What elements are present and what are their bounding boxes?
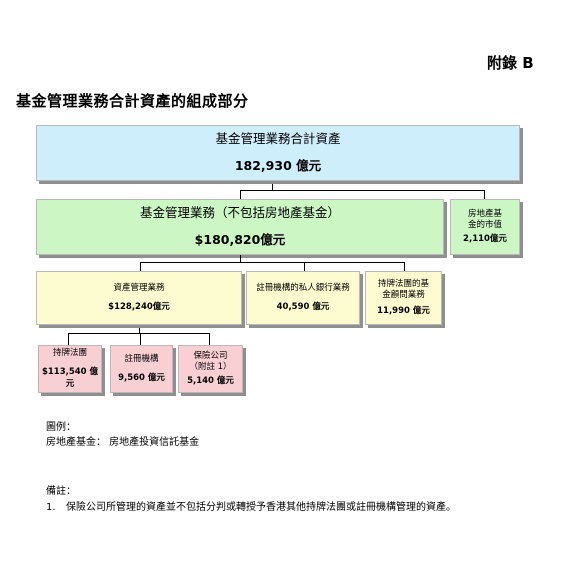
total-assets-value: 182,930 億元 xyxy=(234,158,322,173)
insurance-companies-note-ref: （附註 1） xyxy=(189,362,232,373)
connector-line xyxy=(140,262,141,271)
connector-line xyxy=(68,333,69,345)
connector-line xyxy=(272,184,273,191)
reit-box: 房地產基金的市值 2,110億元 xyxy=(450,199,520,255)
connector-line xyxy=(240,255,241,263)
licensed-corporations-box: 持牌法團 $113,540 億元 xyxy=(38,345,102,393)
connector-line xyxy=(68,333,210,334)
private-banking-value: 40,590 億元 xyxy=(276,302,330,312)
connector-line xyxy=(209,333,210,345)
connector-line xyxy=(140,262,405,263)
registered-institutions-box: 註冊機構 9,560 億元 xyxy=(110,345,173,393)
asset-management-box: 資產管理業務 $128,240億元 xyxy=(36,271,242,325)
asset-management-value: $128,240億元 xyxy=(108,302,170,312)
fund-advisory-box: 持牌法團的基金顧問業務 11,990 億元 xyxy=(365,271,442,325)
insurance-companies-label: 保險公司 xyxy=(193,350,228,361)
legend-item: 房地產基金： 房地產投資信託基金 xyxy=(46,437,200,448)
licensed-corporations-value: $113,540 億元 xyxy=(41,367,99,389)
private-banking-box: 註冊機構的私人銀行業務 40,590 億元 xyxy=(246,271,360,325)
licensed-corporations-label: 持牌法團 xyxy=(52,347,87,358)
connector-line xyxy=(404,262,405,271)
note-number: 1. xyxy=(46,502,56,513)
connector-line xyxy=(139,328,140,334)
fund-management-box: 基金管理業務（不包括房地產基金） $180,820億元 xyxy=(36,199,444,255)
note-item: 1. 保險公司所管理的資產並不包括分判或轉授予香港其他持牌法團或註冊機構管理的資產… xyxy=(46,500,456,516)
page-title: 基金管理業務合計資產的組成部分 xyxy=(16,92,249,110)
registered-institutions-label: 註冊機構 xyxy=(124,353,159,364)
notes: 備註： 1. 保險公司所管理的資產並不包括分判或轉授予香港其他持牌法團或註冊機構管… xyxy=(46,484,456,516)
reit-value: 2,110億元 xyxy=(463,233,507,244)
note-text: 保險公司所管理的資產並不包括分判或轉授予香港其他持牌法團或註冊機構管理的資產。 xyxy=(66,502,456,513)
connector-line xyxy=(240,190,485,191)
insurance-companies-box: 保險公司 （附註 1） 5,140 億元 xyxy=(178,345,243,393)
appendix-label: 附錄 B xyxy=(487,54,534,72)
insurance-companies-value: 5,140 億元 xyxy=(187,375,234,386)
fund-management-label: 基金管理業務（不包括房地產基金） xyxy=(139,205,340,221)
legend-heading: 圖例： xyxy=(46,422,76,433)
asset-management-label: 資產管理業務 xyxy=(113,282,165,293)
connector-line xyxy=(304,262,305,271)
registered-institutions-value: 9,560 億元 xyxy=(118,373,165,383)
fund-management-value: $180,820億元 xyxy=(194,232,286,247)
connector-line xyxy=(140,333,141,345)
total-assets-box: 基金管理業務合計資產 182,930 億元 xyxy=(36,125,520,181)
fund-advisory-value: 11,990 億元 xyxy=(377,305,430,316)
total-assets-label: 基金管理業務合計資產 xyxy=(215,131,341,147)
fund-advisory-label: 持牌法團的基金顧問業務 xyxy=(377,278,429,301)
private-banking-label: 註冊機構的私人銀行業務 xyxy=(256,282,350,293)
notes-heading: 備註： xyxy=(46,486,76,497)
legend: 圖例： 房地產基金： 房地產投資信託基金 xyxy=(46,420,199,450)
connector-line xyxy=(484,190,485,199)
reit-label: 房地產基金的市值 xyxy=(467,208,502,231)
connector-line xyxy=(240,190,241,199)
